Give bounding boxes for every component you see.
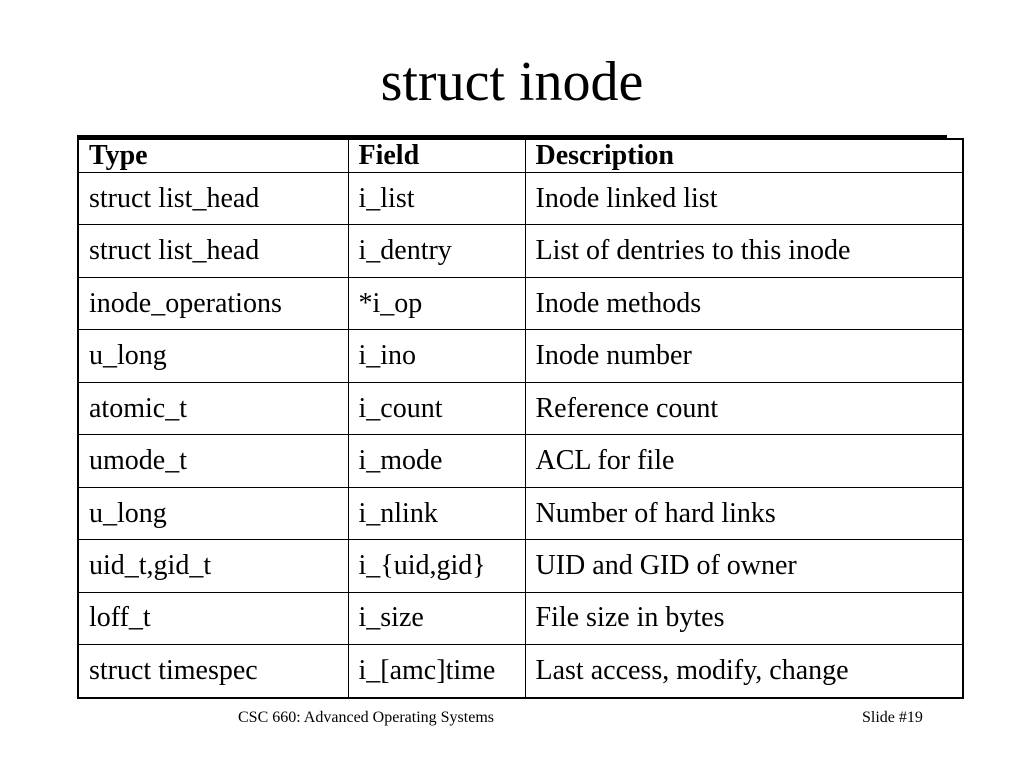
cell-description: List of dentries to this inode — [524, 224, 964, 278]
inode-fields-table: Type Field Description struct list_head … — [77, 138, 964, 699]
cell-description: Reference count — [524, 381, 964, 436]
footer-slide-number: Slide #19 — [862, 709, 923, 726]
cell-field: i_size — [347, 591, 526, 646]
table-row: struct timespec i_[amc]time Last access,… — [77, 644, 964, 699]
cell-type: struct list_head — [77, 171, 349, 226]
cell-field: i_dentry — [347, 224, 526, 278]
cell-field: i_nlink — [347, 486, 526, 541]
cell-type: u_long — [77, 329, 349, 383]
cell-type: struct list_head — [77, 224, 349, 278]
table-row: u_long i_nlink Number of hard links — [77, 486, 964, 541]
cell-type: umode_t — [77, 434, 349, 488]
cell-description: Last access, modify, change — [524, 644, 964, 699]
cell-field: i_count — [347, 381, 526, 436]
inode-table-container: Type Field Description struct list_head … — [77, 138, 964, 699]
table-row: loff_t i_size File size in bytes — [77, 591, 964, 646]
header-field: Field — [347, 138, 526, 173]
footer-course-name: CSC 660: Advanced Operating Systems — [238, 709, 494, 726]
table-row: atomic_t i_count Reference count — [77, 381, 964, 436]
header-type: Type — [77, 138, 349, 173]
cell-type: uid_t,gid_t — [77, 539, 349, 593]
cell-type: inode_operations — [77, 276, 349, 331]
cell-field: i_{uid,gid} — [347, 539, 526, 593]
cell-description: File size in bytes — [524, 591, 964, 646]
cell-field: i_mode — [347, 434, 526, 488]
table-row: struct list_head i_dentry List of dentri… — [77, 224, 964, 278]
cell-description: Inode linked list — [524, 171, 964, 226]
cell-field: *i_op — [347, 276, 526, 331]
cell-type: u_long — [77, 486, 349, 541]
table-row: u_long i_ino Inode number — [77, 329, 964, 383]
cell-field: i_list — [347, 171, 526, 226]
cell-description: Number of hard links — [524, 486, 964, 541]
cell-type: loff_t — [77, 591, 349, 646]
cell-field: i_[amc]time — [347, 644, 526, 699]
cell-description: ACL for file — [524, 434, 964, 488]
table-row: uid_t,gid_t i_{uid,gid} UID and GID of o… — [77, 539, 964, 593]
table-top-rule — [77, 135, 947, 138]
table-header-row: Type Field Description — [77, 138, 964, 173]
cell-type: atomic_t — [77, 381, 349, 436]
cell-type: struct timespec — [77, 644, 349, 699]
header-description: Description — [524, 138, 964, 173]
table-row: inode_operations *i_op Inode methods — [77, 276, 964, 331]
cell-field: i_ino — [347, 329, 526, 383]
cell-description: UID and GID of owner — [524, 539, 964, 593]
table-row: struct list_head i_list Inode linked lis… — [77, 171, 964, 226]
cell-description: Inode number — [524, 329, 964, 383]
slide-title: struct inode — [380, 51, 644, 113]
cell-description: Inode methods — [524, 276, 964, 331]
table-row: umode_t i_mode ACL for file — [77, 434, 964, 488]
